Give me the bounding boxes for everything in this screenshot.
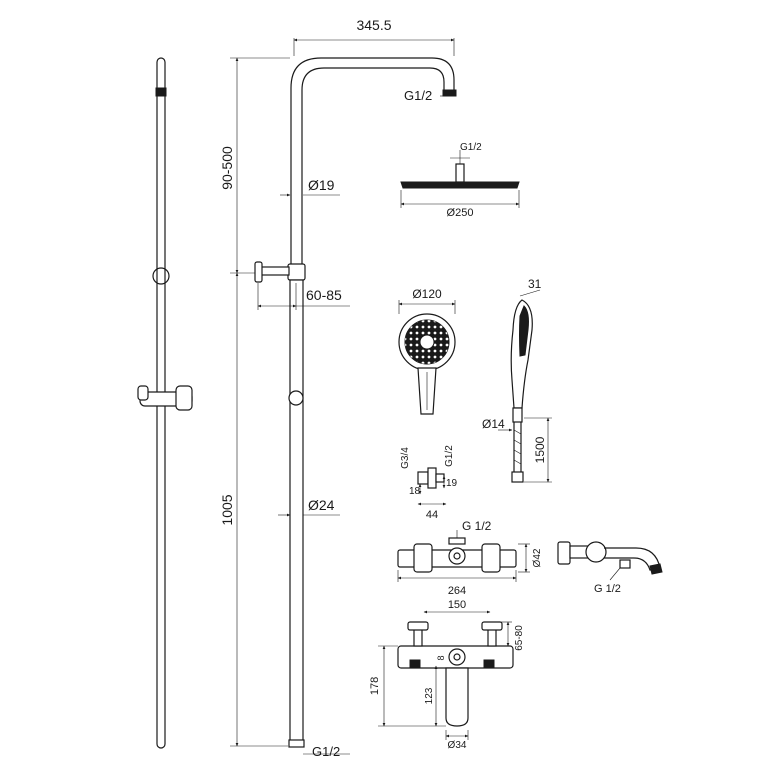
hand-shower-side <box>510 299 533 483</box>
dim-wall-offset: 60-85 <box>306 287 342 303</box>
dim-overhead-connection: G1/2 <box>460 142 482 153</box>
shower-column-front-view <box>254 57 457 748</box>
dim-bath-centres: 150 <box>448 599 466 611</box>
bath-spout-side <box>557 541 663 575</box>
overhead-shower <box>400 163 520 189</box>
shower-mixer <box>397 537 517 573</box>
dim-bath-eccentric: 65-80 <box>514 625 525 651</box>
dim-elbow-inlet: G3/4 <box>400 447 411 469</box>
wall-elbow <box>417 467 445 489</box>
dim-bath-spout-drop: 123 <box>424 687 435 704</box>
dim-mixer-body-dia: Ø42 <box>532 548 543 567</box>
dim-total-height: 1005 <box>219 494 235 525</box>
dim-lower-tube-dia: Ø24 <box>308 497 335 513</box>
dim-upper-height: 90-500 <box>219 146 235 190</box>
dim-elbow-width: 44 <box>426 509 438 521</box>
shower-rail-side-view <box>137 57 193 749</box>
dim-bath-height: 178 <box>369 677 381 695</box>
dim-elbow-h1: 18 <box>409 486 421 497</box>
dim-mixer-length: 264 <box>448 585 466 597</box>
dim-mixer-outlet: G 1/2 <box>462 519 492 533</box>
dim-hose-dia: Ø14 <box>482 417 505 431</box>
dim-handshower-thickness: 31 <box>528 277 542 291</box>
dim-hose-length: 1500 <box>533 436 547 463</box>
bath-mixer-front <box>397 621 514 727</box>
hand-shower-front <box>398 313 456 415</box>
dim-handshower-dia: Ø120 <box>412 287 442 301</box>
dim-elbow-h2: 19 <box>446 478 458 489</box>
dim-arm-reach: 345.5 <box>356 17 391 33</box>
dim-bottom-connection: G1/2 <box>312 744 340 759</box>
dim-bath-spout-dia: Ø34 <box>448 740 467 751</box>
dim-bath-small: 8 <box>436 655 446 660</box>
dim-head-connection: G1/2 <box>404 88 432 103</box>
dim-bath-spout-connection: G 1/2 <box>594 583 621 595</box>
dim-upper-tube-dia: Ø19 <box>308 177 335 193</box>
dim-elbow-outlet: G1/2 <box>444 445 455 467</box>
dim-overhead-dia: Ø250 <box>447 207 474 219</box>
